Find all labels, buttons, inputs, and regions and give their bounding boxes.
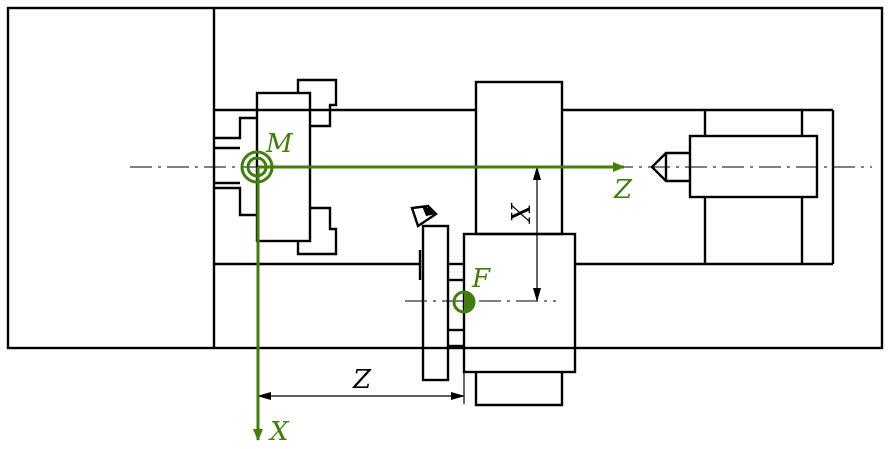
dimension-x-label: X bbox=[507, 202, 537, 224]
dimension-z: Z bbox=[257, 365, 465, 404]
axis-z-label: Z bbox=[613, 175, 633, 205]
machine-axes: Z X bbox=[253, 162, 633, 447]
tool-reference-label: F bbox=[471, 264, 491, 294]
machine-origin-marker: M bbox=[240, 129, 294, 184]
dimension-x: X bbox=[507, 166, 541, 302]
axis-x-label: X bbox=[268, 417, 290, 447]
tool-reference-marker: F bbox=[452, 264, 491, 314]
tailstock bbox=[650, 110, 835, 264]
machine-origin-label: M bbox=[265, 129, 294, 159]
machine-frame bbox=[6, 6, 884, 350]
dimension-z-label: Z bbox=[352, 365, 372, 395]
carriage-column bbox=[474, 80, 564, 407]
tool-holder bbox=[410, 204, 577, 382]
